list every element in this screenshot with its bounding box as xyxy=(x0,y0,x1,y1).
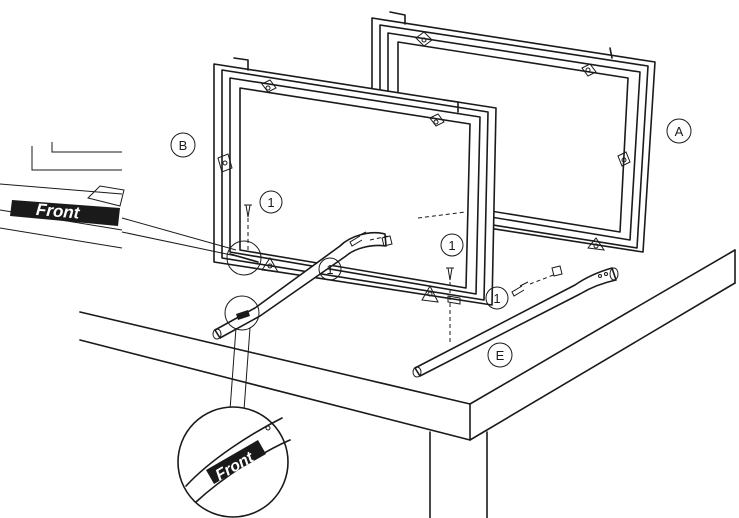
callout-e: E xyxy=(487,342,513,368)
callout-step-1-left: 1 xyxy=(318,257,342,281)
bolt-icon xyxy=(244,204,252,218)
zoom-circle-small-top xyxy=(226,240,262,276)
sticker-label: Front xyxy=(35,200,81,223)
callout-e-text: E xyxy=(496,348,505,363)
callout-step-1-mid: 1 xyxy=(440,233,464,257)
tube-rear xyxy=(212,231,393,340)
bolt-icon xyxy=(511,281,529,297)
bolts xyxy=(244,204,529,297)
zoom-circle-small-bottom xyxy=(224,295,260,331)
callout-step-1-right: 1 xyxy=(485,286,509,310)
callout-b: B xyxy=(170,132,196,158)
frame-panel-b xyxy=(213,57,497,306)
zoom-circle-large: Front xyxy=(177,327,291,518)
callout-a-text: A xyxy=(675,124,684,139)
tube-part-e xyxy=(412,265,619,378)
callout-step-1-text: 1 xyxy=(493,291,500,306)
table xyxy=(79,249,736,518)
bolt-icon xyxy=(349,231,367,247)
callout-step-1-text: 1 xyxy=(267,195,274,210)
sticker-detail: Front xyxy=(0,142,237,257)
alignment-lines xyxy=(247,211,557,342)
callout-step-1-text: 1 xyxy=(448,238,455,253)
callout-a: A xyxy=(666,118,692,144)
callout-b-text: B xyxy=(179,138,188,153)
callout-step-1-text: 1 xyxy=(326,262,333,277)
bolt-icon xyxy=(446,267,454,281)
callout-step-1-top: 1 xyxy=(259,190,283,214)
